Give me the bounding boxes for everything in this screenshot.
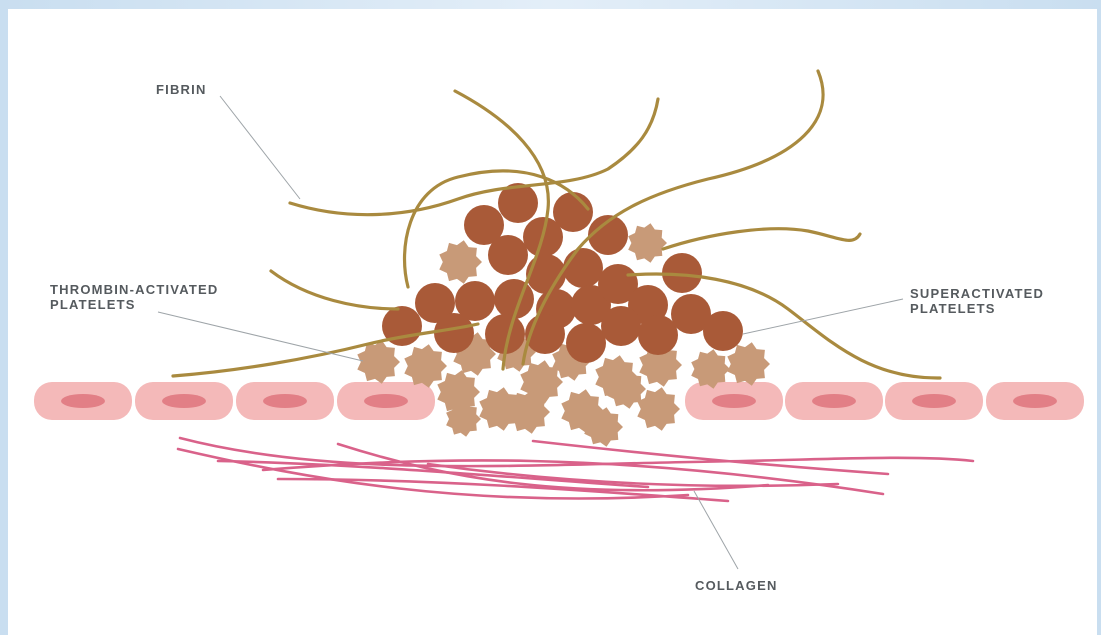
red-blood-cell [638,315,678,355]
thrombin-activated-platelets-label: THROMBIN-ACTIVATED PLATELETS [50,282,218,312]
fibrin-leader-line [220,96,300,199]
red-blood-cell [563,248,603,288]
fibrin-strand [271,271,398,309]
platelet [628,223,667,262]
platelet [439,240,482,283]
collagen-fiber [338,444,768,490]
endothelial-nucleus [1013,394,1057,408]
platelet [357,340,400,383]
endothelial-nucleus [712,394,756,408]
thrombin-label-line-1: THROMBIN-ACTIVATED [50,282,218,297]
red-blood-cell [434,313,474,353]
fibrin-strand [663,229,860,249]
thrombin-leader-line [158,312,363,361]
red-blood-cell [703,311,743,351]
endothelial-nucleus [364,394,408,408]
collagen-leader-line [694,491,738,569]
red-blood-cell [488,235,528,275]
superactivated-platelets-label: SUPERACTIVATED PLATELETS [910,286,1044,316]
fibrin-label: FIBRIN [156,82,207,97]
diagram-canvas: FIBRIN THROMBIN-ACTIVATED PLATELETS SUPE… [8,9,1097,635]
endothelial-nucleus [912,394,956,408]
endothelial-nucleus [162,394,206,408]
super-label-line-1: SUPERACTIVATED [910,286,1044,301]
platelet [637,387,680,430]
diagram-svg [8,9,1097,635]
endothelial-nucleus [263,394,307,408]
platelet [404,344,447,387]
endothelial-layer [34,382,1084,420]
collagen-fibers [178,438,973,501]
red-blood-cell [601,306,641,346]
endothelial-nucleus [812,394,856,408]
endothelial-nucleus [61,394,105,408]
red-blood-cell [566,323,606,363]
collagen-label: COLLAGEN [695,578,778,593]
superactivated-leader-line [743,299,903,334]
super-label-line-2: PLATELETS [910,301,1044,316]
thrombin-label-line-2: PLATELETS [50,297,218,312]
platelet [727,342,770,385]
fibrin-strand [290,99,658,215]
